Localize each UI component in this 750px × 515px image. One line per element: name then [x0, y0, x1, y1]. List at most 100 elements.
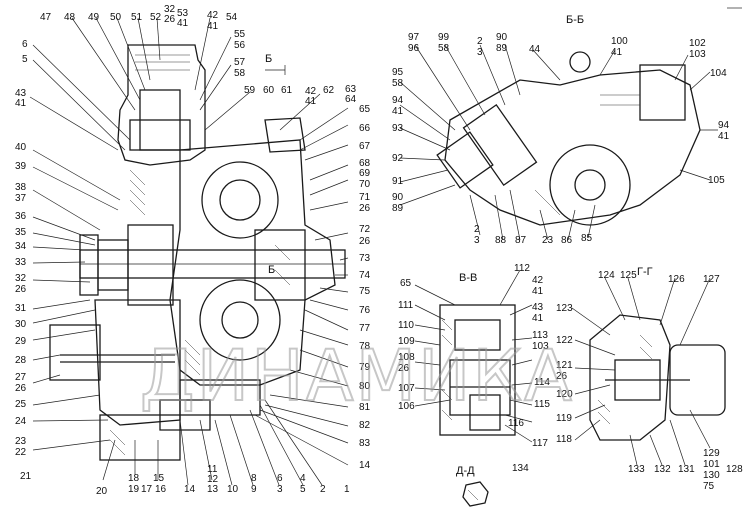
- part-label: 134: [512, 463, 529, 474]
- part-label: 116: [508, 418, 524, 429]
- part-label: 94: [718, 120, 730, 131]
- section-vv-title: В-В: [459, 272, 477, 284]
- part-label: 59: [244, 85, 256, 96]
- part-label: 133: [628, 464, 645, 475]
- part-label: 10: [227, 484, 239, 495]
- part-label: 41: [207, 21, 219, 32]
- part-label: 41: [718, 131, 730, 142]
- section-dd-title: Д-Д: [456, 465, 475, 477]
- part-label: 131: [678, 464, 695, 475]
- part-label: 41: [611, 47, 623, 58]
- part-label: 82: [359, 420, 371, 431]
- part-label: 126: [668, 274, 685, 285]
- part-label: 102: [689, 38, 706, 49]
- part-label: 89: [392, 203, 404, 214]
- part-label: 88: [495, 235, 507, 246]
- part-label: 3: [474, 235, 480, 246]
- part-label: 118: [556, 434, 572, 445]
- part-label: 63: [345, 84, 357, 95]
- part-label: 8: [251, 473, 257, 484]
- part-label: 109: [398, 336, 415, 347]
- part-label: 95: [392, 67, 404, 78]
- part-labels: 6 5 43 41 40 39 38 37 36 35 34 33 32 26 …: [15, 4, 743, 497]
- part-label: 2: [320, 484, 326, 495]
- part-label: 22: [15, 447, 27, 458]
- part-label: 6: [277, 473, 283, 484]
- part-label: 75: [703, 481, 715, 492]
- part-label: 26: [556, 371, 568, 382]
- part-label: 104: [710, 68, 727, 79]
- section-b-marker-mid: Б: [268, 264, 275, 276]
- part-label: 92: [392, 153, 404, 164]
- part-label: 65: [400, 278, 412, 289]
- part-label: 120: [556, 389, 573, 400]
- part-label: 56: [234, 40, 246, 51]
- section-gg-title: Г-Г: [637, 266, 653, 278]
- part-label: 127: [703, 274, 720, 285]
- part-label: 38: [15, 182, 27, 193]
- part-label: 26: [398, 363, 410, 374]
- part-label: 53: [177, 8, 189, 19]
- part-label: 41: [15, 98, 27, 109]
- part-label: 70: [359, 179, 371, 190]
- part-label: 15: [153, 473, 165, 484]
- part-label: 35: [15, 227, 27, 238]
- part-label: 1: [344, 484, 350, 495]
- part-label: 42: [305, 86, 317, 97]
- part-label: 60: [263, 85, 275, 96]
- part-label: 26: [359, 203, 371, 214]
- part-label: 2: [477, 36, 483, 47]
- part-label: 29: [15, 336, 27, 347]
- section-gg-drawing: [589, 314, 726, 441]
- section-bb-title: Б-Б: [566, 14, 584, 26]
- part-label: 58: [438, 43, 450, 54]
- part-label: 43: [15, 88, 27, 99]
- part-label: 57: [234, 57, 246, 68]
- part-label: 115: [534, 399, 550, 410]
- part-label: 99: [438, 32, 450, 43]
- part-label: 68: [359, 158, 371, 169]
- part-label: 42: [532, 275, 544, 286]
- part-label: 69: [359, 168, 371, 179]
- part-label: 77: [359, 323, 371, 334]
- part-label: 107: [398, 383, 415, 394]
- part-label: 17: [141, 484, 153, 495]
- part-label: 26: [164, 14, 176, 25]
- part-label: 90: [496, 32, 508, 43]
- part-label: 32: [15, 273, 27, 284]
- part-label: 26: [15, 284, 27, 295]
- part-label: 58: [234, 68, 246, 79]
- part-label: 36: [15, 211, 27, 222]
- part-label: 24: [15, 416, 27, 427]
- part-label: 41: [532, 286, 544, 297]
- part-label: 86: [561, 235, 573, 246]
- section-dd-drawing: [462, 481, 489, 507]
- part-label: 61: [281, 85, 293, 96]
- part-label: 21: [20, 471, 32, 482]
- part-label: 62: [323, 85, 335, 96]
- part-label: 50: [110, 12, 122, 23]
- part-label: 5: [300, 484, 306, 495]
- part-label: 26: [15, 383, 27, 394]
- part-label: 11: [207, 464, 218, 475]
- part-label: 65: [359, 104, 371, 115]
- watermark: ДИНАМИКА: [140, 335, 574, 417]
- part-label: 31: [15, 303, 27, 314]
- part-label: 48: [64, 12, 76, 23]
- part-label: 103: [689, 49, 706, 60]
- part-label: 42: [207, 10, 219, 21]
- part-label: 121: [556, 360, 573, 371]
- part-label: 89: [496, 43, 508, 54]
- part-label: 26: [359, 236, 371, 247]
- part-label: 39: [15, 161, 27, 172]
- part-label: 85: [581, 233, 593, 244]
- part-label: 52: [150, 12, 162, 23]
- part-label: 34: [15, 241, 27, 252]
- part-label: 93: [392, 123, 404, 134]
- section-b-marker-top: Б: [265, 53, 272, 65]
- part-label: 132: [654, 464, 671, 475]
- part-label: 129: [703, 448, 720, 459]
- part-label: 41: [392, 106, 404, 117]
- part-label: 113: [532, 330, 548, 341]
